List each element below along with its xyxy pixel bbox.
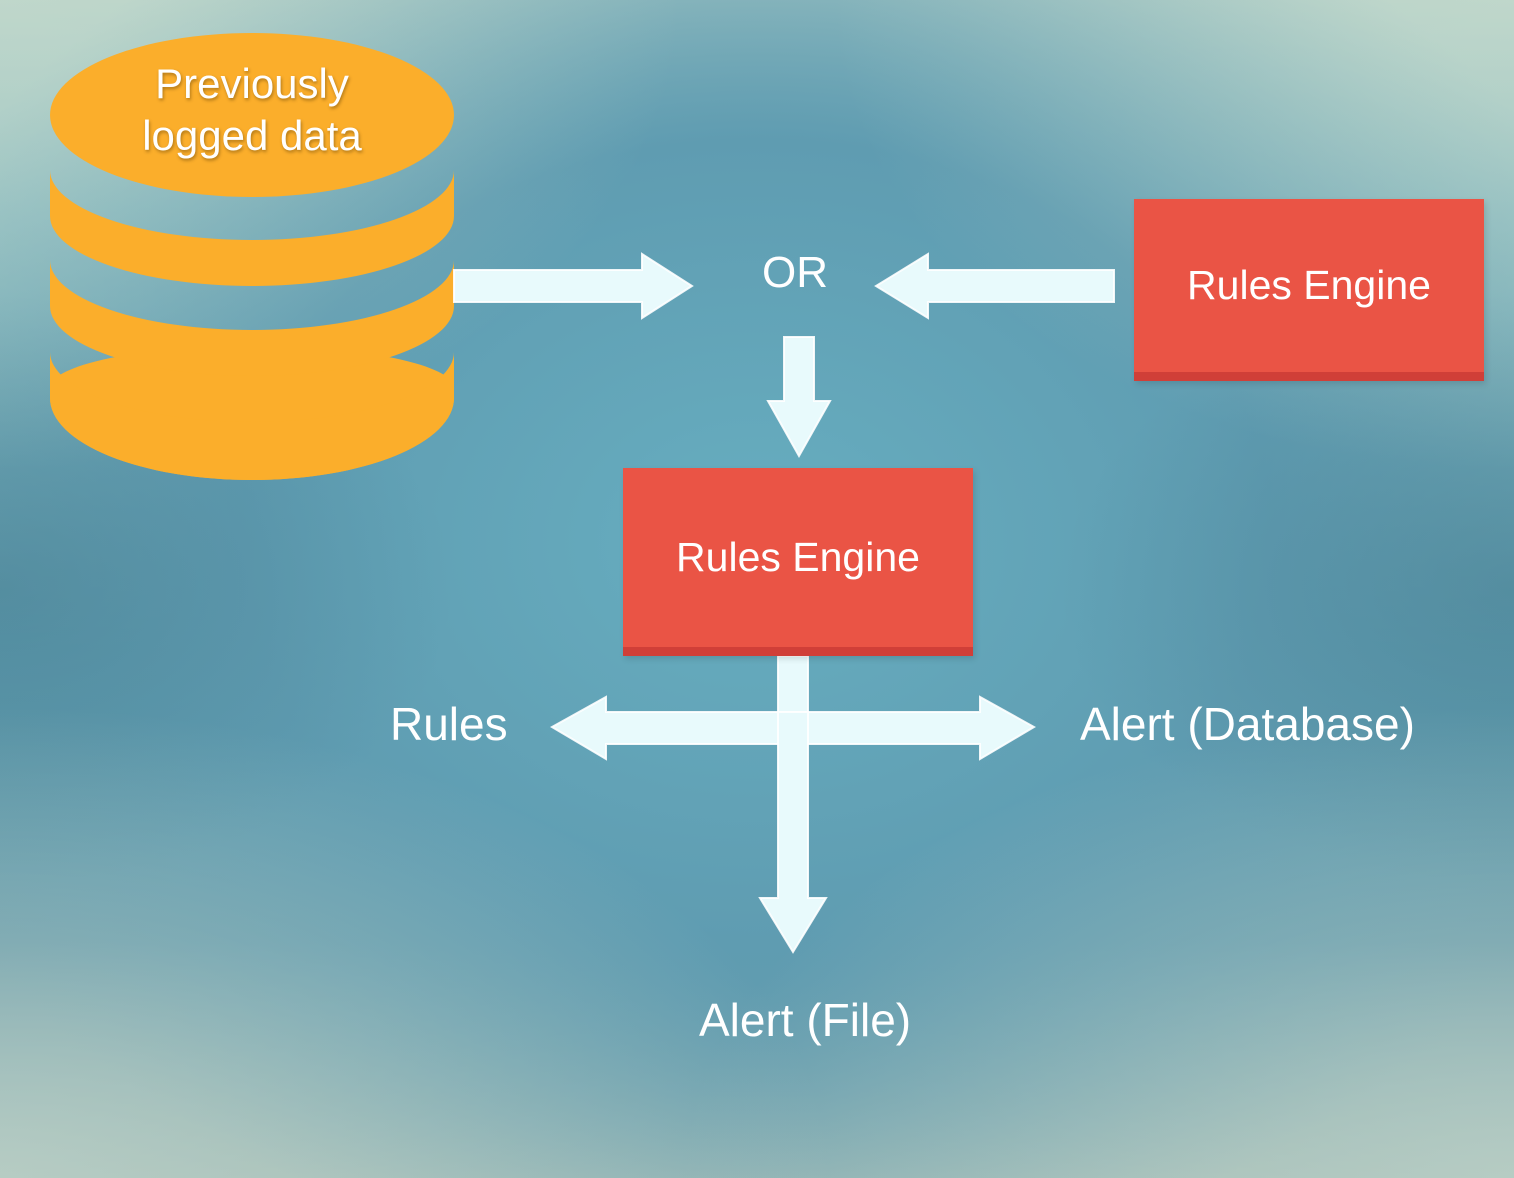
alert-database-label: Alert (Database) (1080, 698, 1415, 750)
database-disk-middle (50, 260, 454, 376)
database-top (50, 33, 454, 197)
rules-engine-main-label: Rules Engine (676, 534, 920, 580)
database-label-line1: Previously (155, 60, 349, 107)
rules-output-label: Rules (390, 698, 508, 750)
arrow-database-to-or (453, 252, 694, 320)
database-icon (50, 33, 454, 480)
rules-engine-top-label: Rules Engine (1187, 262, 1431, 308)
arrow-engine-to-or (874, 252, 1115, 320)
arrow-or-to-engine (766, 336, 832, 459)
rules-engine-main-box: Rules Engine (623, 468, 973, 656)
connector-stub (777, 655, 809, 715)
database-label-line2: logged data (142, 112, 362, 159)
alert-file-label: Alert (File) (699, 994, 912, 1046)
database-disk-upper (50, 170, 454, 286)
arrow-down-to-file (758, 711, 828, 954)
rules-engine-top-box: Rules Engine (1134, 199, 1484, 381)
database-label: Previously logged data (50, 58, 454, 162)
or-label: OR (762, 248, 828, 297)
